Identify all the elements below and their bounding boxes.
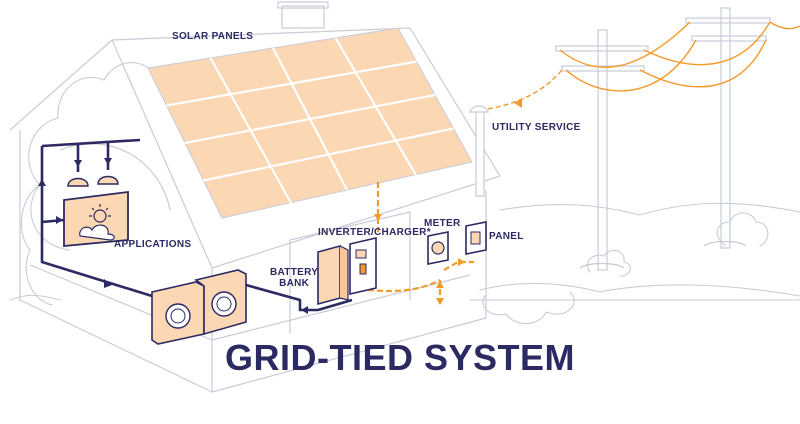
service-drop-arrow: [514, 98, 522, 108]
solar-panel-frame[interactable]: [147, 27, 473, 219]
lamp-2[interactable]: [97, 175, 119, 185]
electrical-panel[interactable]: [465, 221, 487, 255]
wire-1: [559, 21, 691, 68]
roof-gable-left: [111, 39, 213, 269]
arrow-lamp-2: [104, 158, 112, 165]
panel-grid-h2: [184, 93, 436, 145]
wire-5: [769, 21, 800, 30]
power-lines: [479, 21, 800, 111]
utility-meter[interactable]: [427, 231, 449, 265]
panel-grid-h3: [203, 127, 454, 182]
wire-inverter: [317, 298, 353, 312]
ground-bush: [586, 249, 631, 277]
washer-dryer[interactable]: [151, 269, 247, 345]
floor-line: [29, 264, 471, 341]
panel-breakers: [470, 231, 481, 245]
page-title: GRID-TIED SYSTEM: [224, 337, 576, 378]
house: [9, 1, 501, 393]
dryer-door: [211, 291, 237, 317]
pole-1-arm-top: [555, 45, 649, 52]
arrow-bottom-wire: [104, 279, 112, 288]
vent-pipe: [475, 112, 485, 197]
arrow-lamp-1: [74, 160, 82, 167]
wire-battery: [245, 283, 318, 312]
pole-2-arm-top: [685, 17, 771, 24]
arrow-tv: [56, 216, 63, 224]
chimney-cap: [277, 1, 329, 9]
inverter-display: [355, 249, 367, 259]
wire-3: [643, 21, 771, 66]
washer-door: [165, 303, 191, 329]
label-inverter-charger: INVERTER/CHARGER*: [318, 227, 431, 238]
label-battery-bank: BATTERY BANK: [270, 267, 318, 289]
front-bush: [482, 291, 575, 325]
background-sketch: [9, 62, 800, 325]
ceiling-lamps[interactable]: [67, 175, 119, 187]
wire-inverter-to-meter: [367, 279, 441, 293]
pole-2-base: [703, 240, 747, 247]
battery-bank-box[interactable]: [317, 244, 341, 306]
washer-door-inner: [170, 308, 186, 324]
chimney: [281, 5, 325, 29]
roof-eave: [211, 175, 501, 269]
arrow-panel: [458, 258, 465, 266]
service-drop: [479, 69, 563, 111]
roof-ridge: [111, 27, 411, 41]
label-meter: METER: [424, 218, 461, 229]
label-battery-line2: BANK: [279, 278, 310, 289]
ac-wiring-arrows: [38, 158, 308, 314]
meter-dial: [431, 241, 445, 255]
arrow-solar-down: [374, 214, 382, 221]
pole-1-arm-bottom: [561, 65, 645, 72]
mid-hill: [479, 282, 800, 297]
right-bush: [716, 212, 769, 247]
pole-1: [597, 29, 608, 271]
vent-pipe-cap: [469, 105, 489, 113]
pole-2-arm-bottom: [691, 35, 767, 42]
battery-bank[interactable]: [317, 244, 349, 306]
dryer-door-inner: [216, 296, 232, 312]
inverter-control: [359, 263, 367, 275]
sun-rays-icon: [89, 204, 111, 217]
inverter-charger[interactable]: [349, 236, 377, 296]
arrow-meter-down: [436, 298, 444, 305]
panel-grid-h1: [166, 60, 417, 107]
pole-1-base: [579, 262, 625, 269]
label-panel: PANEL: [489, 231, 524, 242]
left-tree-lower: [20, 184, 53, 306]
cloud-icon: [79, 224, 115, 241]
television[interactable]: [63, 190, 129, 247]
solar-panel-array[interactable]: [147, 27, 473, 219]
battery-bank-side: [339, 245, 349, 301]
label-utility-service: UTILITY SERVICE: [492, 122, 581, 133]
arrow-meter-up: [436, 281, 444, 288]
label-applications: APPLICATIONS: [114, 239, 192, 250]
wire-ceiling: [41, 138, 141, 148]
sun-icon: [93, 209, 107, 223]
back-hill: [499, 202, 800, 216]
wire-meter-to-panel: [443, 260, 474, 271]
roof-front-edge: [9, 39, 113, 131]
utility-poles: [555, 7, 771, 271]
label-solar-panels: SOLAR PANELS: [172, 31, 254, 42]
dc-wiring-arrows: [374, 214, 465, 305]
lamp-1[interactable]: [67, 177, 89, 187]
left-ground: [9, 294, 61, 301]
interior-ceiling: [289, 211, 411, 300]
arrow-left-wire: [38, 179, 46, 186]
label-battery-line1: BATTERY: [270, 267, 319, 278]
wire-2: [565, 39, 697, 92]
left-tree: [28, 62, 169, 251]
pole-2: [720, 7, 731, 249]
wire-4: [639, 39, 767, 88]
roof-right-edge: [409, 27, 501, 177]
arrow-battery: [301, 306, 308, 314]
